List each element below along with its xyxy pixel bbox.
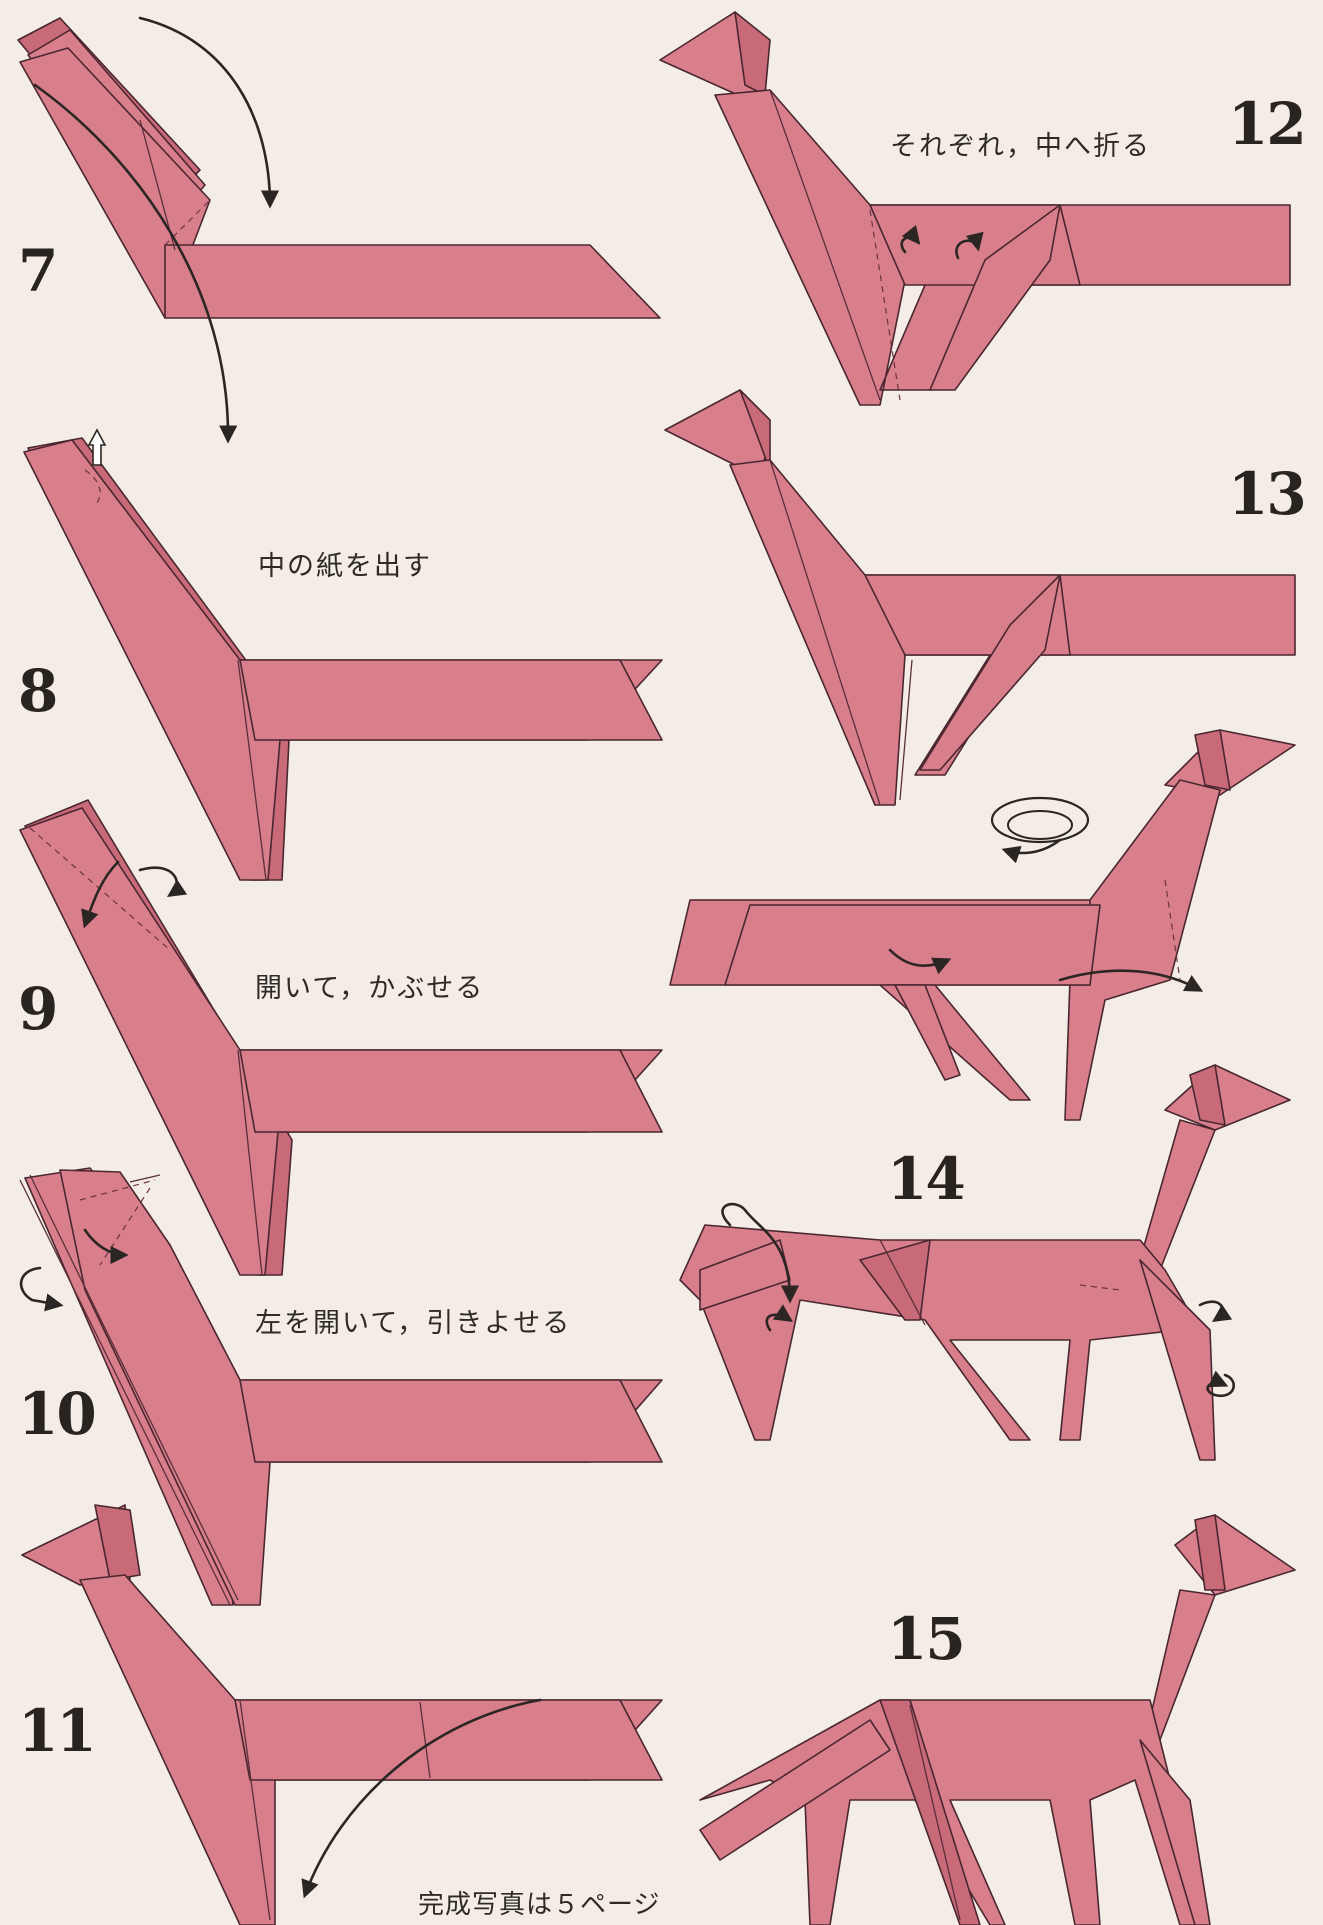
step-number-10: 10 — [18, 1380, 97, 1448]
diagram-step-15 — [699, 1514, 1296, 1925]
caption-step-12: それぞれ，中へ折る — [890, 131, 1151, 162]
diagram-step-9 — [19, 799, 663, 1276]
diagram-step-14 — [679, 1064, 1291, 1461]
step-number-7: 7 — [18, 237, 58, 305]
footer-note: 完成写真は５ページ — [418, 1890, 661, 1920]
step-number-12: 12 — [1228, 90, 1307, 158]
caption-step-10: 左を開いて，引きよせる — [255, 1308, 572, 1339]
diagram-step-10 — [19, 1167, 663, 1606]
step-number-13: 13 — [1228, 460, 1307, 528]
caption-step-9: 開いて，かぶせる — [255, 973, 485, 1004]
step-number-11: 11 — [18, 1697, 97, 1765]
diagram-step-8 — [23, 428, 663, 881]
step-number-9: 9 — [18, 975, 58, 1043]
step-number-15: 15 — [887, 1605, 966, 1673]
diagram-step-12 — [659, 11, 1291, 406]
step-number-8: 8 — [18, 657, 58, 725]
diagram-step-7 — [17, 16, 661, 444]
diagram-step-11 — [21, 1504, 663, 1925]
caption-step-8: 中の紙を出す — [258, 551, 432, 582]
step-number-14: 14 — [887, 1145, 966, 1213]
diagram-step-13-rotate — [669, 729, 1296, 1121]
diagram-step-13 — [664, 389, 1296, 806]
